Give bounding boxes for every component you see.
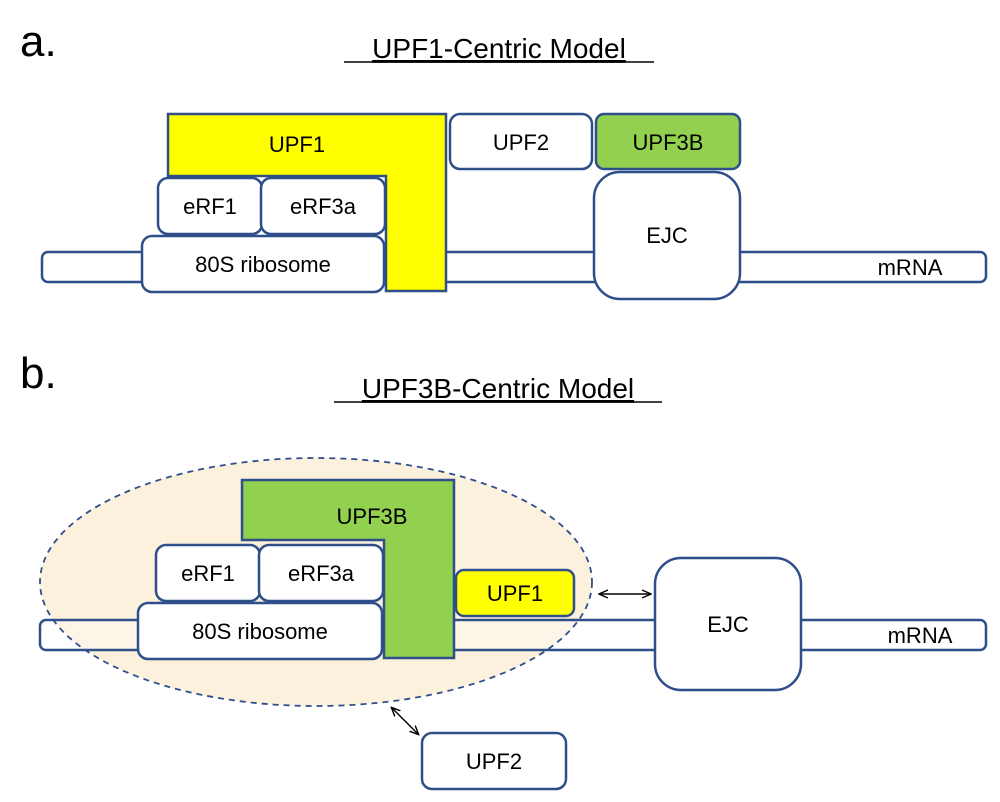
upf2-label: UPF2 [493,130,549,155]
erf3a-block [259,176,387,236]
erf1-label: eRF1 [181,561,235,586]
panel-a-letter: a. [20,17,57,66]
upf1-label: UPF1 [269,132,325,157]
upf2-label: UPF2 [466,749,522,774]
upf1-label: UPF1 [487,581,543,606]
upf1-block [454,568,576,618]
upf2-block [420,731,568,791]
panel-b-title: UPF3B-Centric Model [362,373,634,404]
erf3a-label: eRF3a [288,561,355,586]
complex-upf2-arrow [392,708,418,734]
ejc-label: EJC [707,612,749,637]
erf1-label: eRF1 [183,194,237,219]
upf2-block [448,112,594,171]
panel-a-title: UPF1-Centric Model [372,33,626,64]
panel-b: b. UPF3B-Centric Model mRNA UPF3B eRF1 e… [20,349,988,791]
complex-outline [39,457,593,707]
ribosome-label: 80S ribosome [192,619,328,644]
panel-a: a. UPF1-Centric Model mRNA UPF1 eRF1 eRF… [20,17,988,301]
upf3b-label: UPF3B [337,504,408,529]
upf1-block [166,112,448,293]
erf3a-label: eRF3a [290,194,357,219]
ejc-label: EJC [646,223,688,248]
ejc-block [653,556,803,692]
upf3b-block [594,112,742,171]
panel-b-letter: b. [20,349,57,398]
mrna-label: mRNA [888,623,953,648]
mrna-label: mRNA [878,255,943,280]
upf3b-block [240,478,456,660]
erf3a-block [257,543,385,603]
ribosome-block [140,234,386,294]
upf3b-label: UPF3B [633,130,704,155]
ribosome-block [136,601,384,661]
ribosome-label: 80S ribosome [195,252,331,277]
ejc-block [592,170,742,301]
